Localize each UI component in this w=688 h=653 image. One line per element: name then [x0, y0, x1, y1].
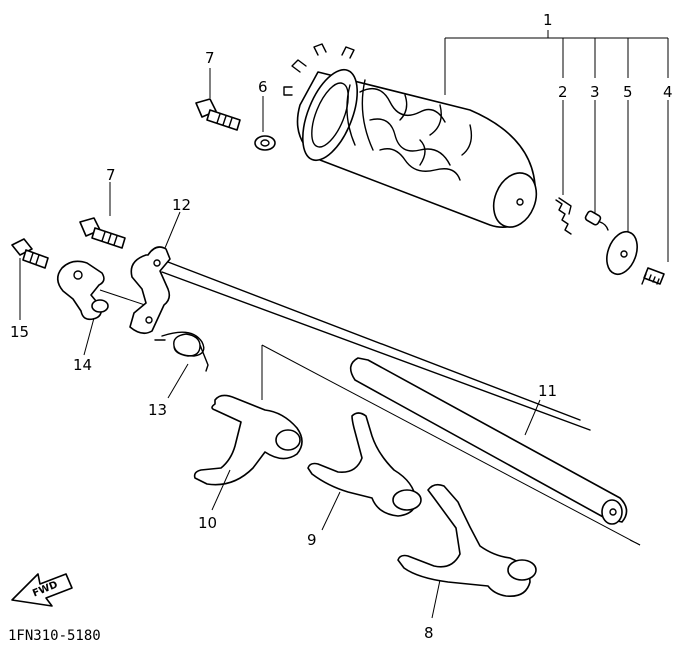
lever-part-14 [56, 260, 161, 356]
shift-lever-part-12 [129, 211, 181, 335]
callout-bracket-1 [444, 30, 669, 262]
shaft-axis-line [161, 261, 591, 431]
callout-2: 2 [558, 83, 568, 101]
callout-7-upper: 7 [205, 49, 215, 67]
callout-7-lower: 7 [106, 166, 116, 184]
shift-fork-part-9 [307, 412, 422, 531]
callout-9: 9 [307, 531, 317, 549]
callout-10: 10 [198, 514, 217, 532]
bolt-part-7-upper [195, 68, 241, 131]
callout-8: 8 [424, 624, 434, 642]
callout-11: 11 [538, 382, 557, 400]
screw-part-4 [641, 267, 665, 285]
callout-1: 1 [543, 11, 553, 29]
callout-14: 14 [73, 356, 92, 374]
shift-fork-part-10 [193, 394, 303, 511]
shift-drum [283, 43, 538, 228]
spring-part-2 [555, 197, 572, 235]
bolt-part-7-lower [79, 182, 126, 249]
callout-6: 6 [258, 78, 268, 96]
callout-12: 12 [172, 196, 191, 214]
diagram-code: 1FN310-5180 [8, 628, 101, 644]
plate-part-5 [606, 230, 638, 276]
shift-fork-part-8 [397, 483, 537, 619]
callout-3: 3 [590, 83, 600, 101]
pin-part-3 [584, 210, 609, 231]
washer-part-6 [254, 96, 276, 151]
spring-part-13 [154, 331, 209, 399]
callout-13: 13 [148, 401, 167, 419]
callout-4: 4 [663, 83, 673, 101]
callout-bracket-forks [261, 344, 641, 546]
bolt-part-15 [11, 238, 49, 320]
forward-arrow-icon: FWD [11, 573, 73, 607]
guide-bar-part-11 [349, 357, 628, 525]
callout-15: 15 [10, 323, 29, 341]
callout-5: 5 [623, 83, 633, 101]
